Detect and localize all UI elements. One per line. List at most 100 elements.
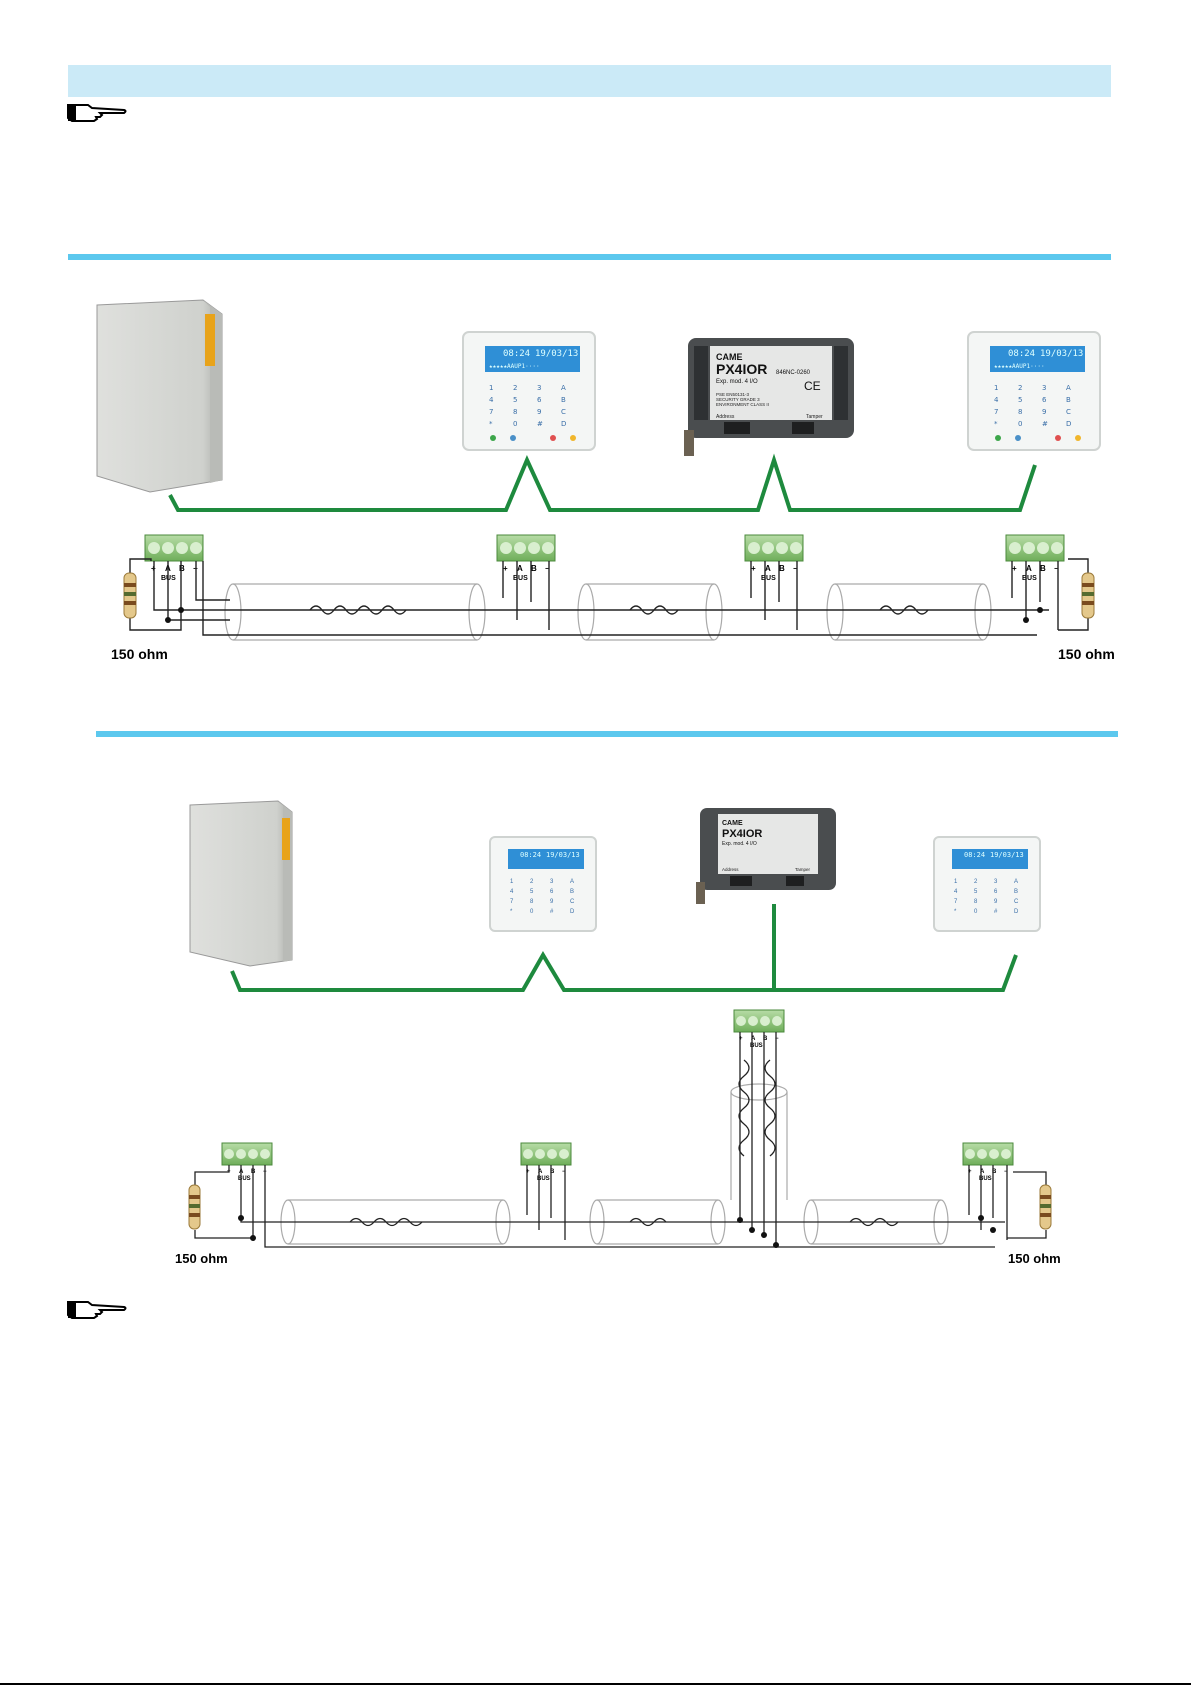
svg-text:1: 1 (489, 384, 493, 392)
svg-text:B: B (763, 1036, 768, 1042)
svg-text:7: 7 (954, 899, 958, 905)
expander-module-px4ior: CAME PX4IOR 846NC-0260 Exp. mod. 4 I/O C… (684, 338, 854, 456)
svg-text:C: C (1014, 899, 1019, 905)
svg-text:4: 4 (489, 396, 494, 404)
expander-cert-1: PSE EN50131-3 (716, 392, 750, 397)
svg-text:C: C (570, 899, 575, 905)
svg-text:B: B (992, 1169, 997, 1175)
svg-text:3: 3 (994, 879, 998, 885)
resistor-label-left: 150 ohm (111, 646, 168, 662)
svg-text:*: * (489, 420, 493, 428)
bus-connection-line (168, 453, 1037, 512)
svg-text:0: 0 (974, 909, 978, 915)
expander-model: PX4IOR (716, 361, 767, 377)
bus-label: BUS (537, 1176, 550, 1182)
section-divider-top (68, 254, 1111, 260)
termination-resistor (123, 572, 137, 619)
svg-text:D: D (1066, 420, 1071, 428)
lcd-date-text: 19/03/13 (1040, 349, 1083, 359)
svg-text:D: D (570, 909, 575, 915)
svg-text:*: * (510, 909, 513, 915)
tamper-label: Tamper (795, 867, 811, 872)
svg-text:+: + (503, 564, 508, 573)
bus-label: BUS (750, 1043, 763, 1049)
address-label: Address (722, 867, 739, 872)
resistor-label-right: 150 ohm (1008, 1251, 1061, 1266)
svg-text:#: # (1042, 420, 1048, 428)
svg-text:8: 8 (974, 899, 978, 905)
expander-model: PX4IOR (722, 828, 762, 840)
expander-desc: Exp. mod. 4 I/O (722, 841, 757, 847)
lcd-date-text: 19/03/13 (535, 349, 578, 359)
bus-label: BUS (1022, 575, 1037, 582)
lcd-date-text: 19/03/13 (990, 851, 1024, 859)
svg-text:4: 4 (510, 889, 514, 895)
lcd-time-text: 08:24 (520, 851, 541, 859)
svg-text:B: B (1014, 889, 1018, 895)
svg-text:4: 4 (994, 396, 999, 404)
expander-cert-3: ENVIRONMENT CLASS II (716, 402, 769, 407)
svg-text:+: + (1012, 564, 1017, 573)
bus-label: BUS (513, 575, 528, 582)
svg-text:1: 1 (954, 879, 958, 885)
lcd-status-text: ★★★★★AAUP1···· (489, 363, 540, 370)
lcd-time-text: 08:24 (964, 851, 985, 859)
svg-text:B: B (531, 564, 537, 573)
svg-text:0: 0 (530, 909, 534, 915)
svg-text:A: A (561, 384, 566, 392)
svg-text:A: A (538, 1169, 543, 1175)
expander-desc: Exp. mod. 4 I/O (716, 379, 758, 385)
svg-text:A: A (1026, 564, 1032, 573)
lcd-display (990, 346, 1085, 372)
svg-text:A: A (751, 1036, 756, 1042)
svg-text:−: − (562, 1169, 566, 1175)
pointing-hand-icon (67, 104, 127, 122)
svg-text:5: 5 (974, 889, 978, 895)
bus-label: BUS (238, 1176, 251, 1182)
svg-text:2: 2 (1018, 384, 1022, 392)
svg-text:5: 5 (1018, 396, 1022, 404)
svg-text:A: A (765, 564, 771, 573)
svg-text:7: 7 (489, 408, 493, 416)
svg-text:B: B (1066, 396, 1071, 404)
expander-brand: CAME (716, 352, 743, 362)
resistor-label-right: 150 ohm (1058, 646, 1115, 662)
expander-brand: CAME (722, 820, 743, 827)
expander-module-px4ior: CAME PX4IOR Exp. mod. 4 I/O Address Tamp… (696, 808, 836, 904)
svg-text:−: − (1054, 564, 1059, 573)
address-label: Address (716, 414, 735, 420)
svg-text:5: 5 (530, 889, 534, 895)
svg-text:A: A (980, 1169, 985, 1175)
lcd-date-text: 19/03/13 (546, 851, 580, 859)
svg-text:−: − (793, 564, 798, 573)
lcd-time-text: 08:24 (503, 349, 530, 359)
svg-text:D: D (1014, 909, 1019, 915)
svg-text:B: B (1040, 564, 1046, 573)
svg-text:2: 2 (974, 879, 978, 885)
svg-text:9: 9 (550, 899, 554, 905)
control-panel-enclosure (96, 299, 223, 493)
svg-text:B: B (779, 564, 785, 573)
svg-text:#: # (550, 909, 554, 915)
svg-text:B: B (561, 396, 566, 404)
bus-wiring (129, 558, 1089, 636)
label-sticker (205, 314, 215, 366)
svg-text:3: 3 (550, 879, 554, 885)
section-divider-bottom (96, 731, 1118, 737)
resistor-label-left: 150 ohm (175, 1251, 228, 1266)
svg-text:−: − (1004, 1169, 1008, 1175)
svg-text:#: # (994, 909, 998, 915)
svg-text:#: # (537, 420, 543, 428)
svg-text:7: 7 (510, 899, 514, 905)
svg-text:3: 3 (1042, 384, 1046, 392)
svg-text:−: − (775, 1036, 779, 1042)
svg-text:+: + (526, 1169, 530, 1175)
